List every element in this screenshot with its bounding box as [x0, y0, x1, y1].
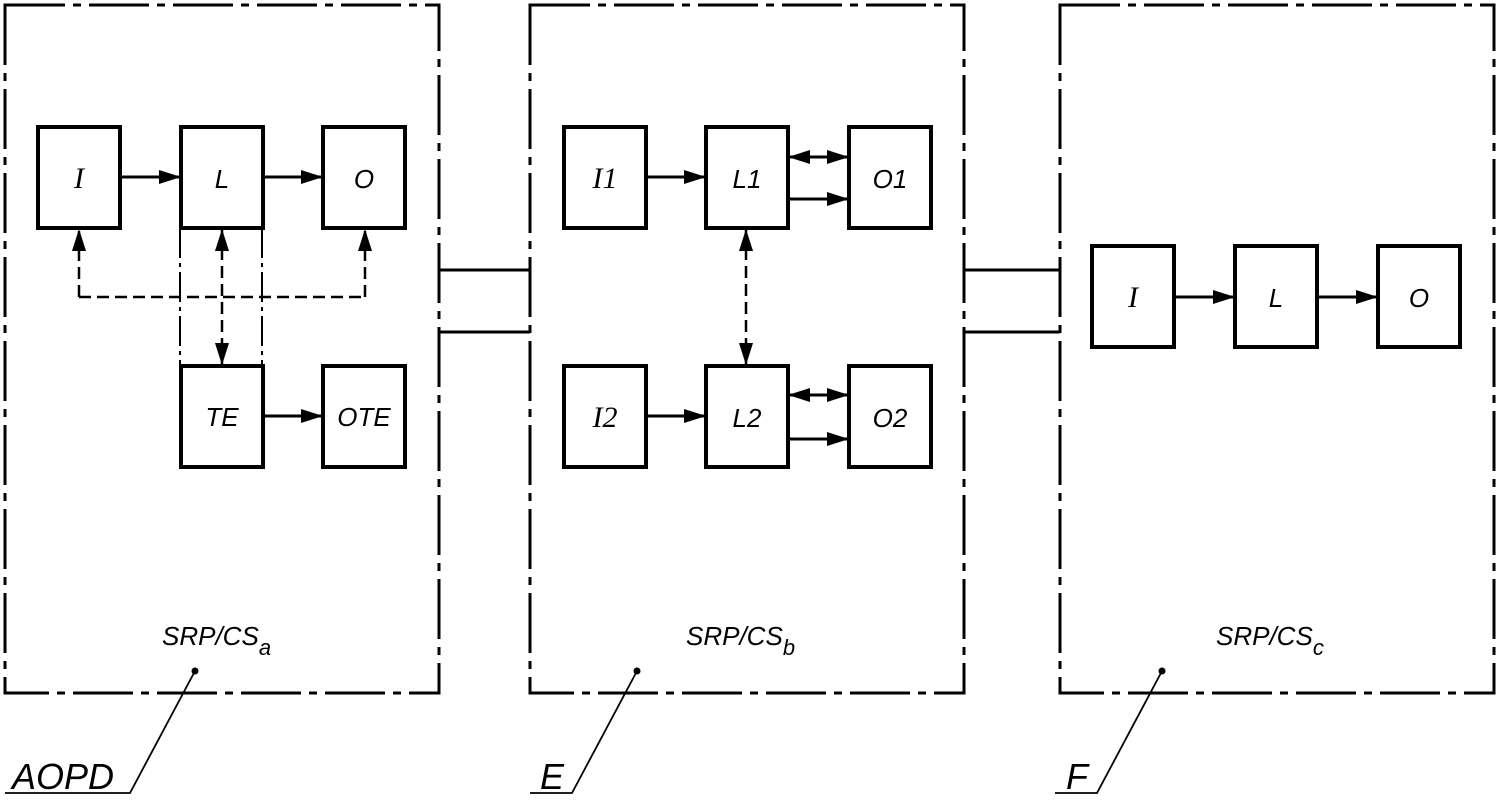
block-output: [321, 125, 407, 230]
block-l2-label: L2: [733, 403, 762, 433]
block-te-label: TE: [205, 402, 239, 432]
block-logic: [1233, 244, 1319, 349]
block-i1-label: I1: [592, 162, 618, 195]
block-logic-2: [704, 364, 790, 469]
block-o2-label: O2: [873, 403, 908, 433]
block-input: [1090, 244, 1176, 349]
subsystem-b-frame: [528, 3, 966, 695]
block-output-2: [847, 364, 933, 469]
subsystem-b: I1 L1 O1 I2 L2 O2 SRP/CSb E: [530, 125, 933, 797]
block-output-label: O: [1409, 283, 1429, 313]
block-ote: [321, 364, 407, 469]
subsystem-c: I L O SRP/CSc F: [1055, 244, 1462, 797]
subsystem-b-label: SRP/CSb: [686, 621, 795, 660]
block-ote-label: OTE: [337, 402, 391, 432]
subsystem-c-label: SRP/CSc: [1216, 621, 1324, 660]
subsystem-a: I L O TE OTE SRP/CSa AOPD: [5, 125, 407, 797]
callout-e: E: [540, 756, 565, 797]
subsystem-a-frame: [3, 3, 441, 695]
block-input-label: I: [1127, 281, 1140, 314]
block-test-equipment: [179, 364, 265, 469]
block-o1-label: O1: [873, 164, 908, 194]
block-input-2: [562, 364, 648, 469]
block-output-label: O: [354, 164, 374, 194]
block-output: [1376, 244, 1462, 349]
subsystem-a-label: SRP/CSa: [162, 621, 271, 660]
subsystem-c-frame: [1058, 3, 1496, 695]
connector-a-b: [439, 268, 530, 334]
callout-leader: [1055, 670, 1163, 794]
block-l1-label: L1: [733, 164, 762, 194]
block-logic: [179, 125, 265, 230]
block-input-label: I: [73, 162, 86, 195]
block-logic-label: L: [1269, 283, 1283, 313]
block-i2-label: I2: [592, 401, 618, 434]
block-logic-label: L: [215, 164, 229, 194]
callout-f: F: [1066, 756, 1090, 797]
block-input: [36, 125, 122, 230]
block-output-1: [847, 125, 933, 230]
block-logic-1: [704, 125, 790, 230]
callout-leader: [5, 670, 196, 794]
callout-aopd: AOPD: [10, 756, 114, 797]
callout-leader: [530, 670, 638, 794]
connector-b-c: [964, 268, 1060, 334]
